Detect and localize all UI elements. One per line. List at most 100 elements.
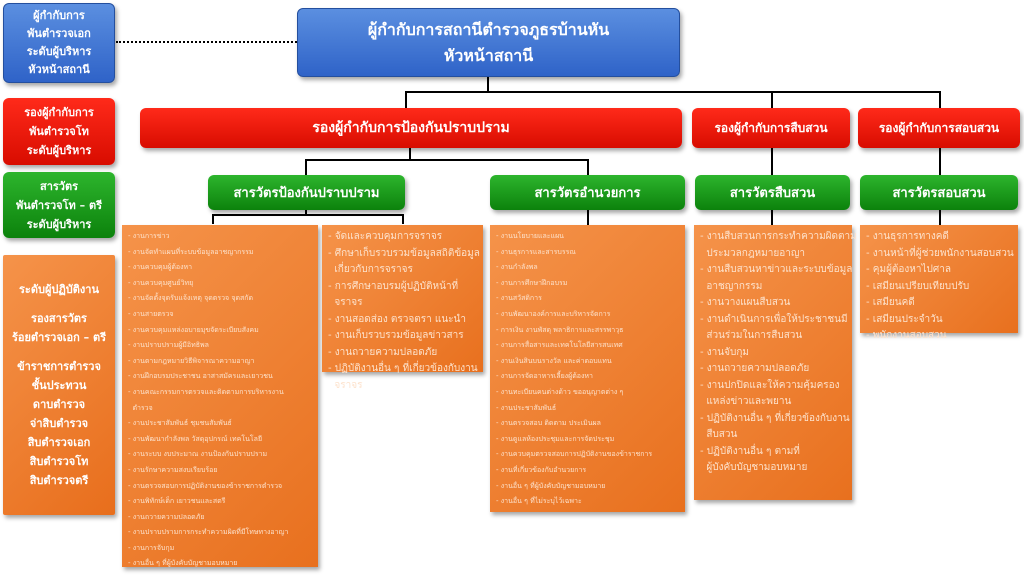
legend-line: ดาบตำรวจ bbox=[32, 398, 86, 411]
duty-item: - งานอื่น ๆ ที่ไม่ระบุไว้เฉพาะ bbox=[496, 497, 582, 506]
connector bbox=[939, 210, 941, 225]
connector bbox=[305, 210, 307, 215]
duty-item: - งานฝึกอบรมประชาชน อาสาสมัครและเยาวชน bbox=[128, 372, 273, 381]
duty-item: - ปฏิบัติงานอื่น ๆ ที่เกี่ยวข้องกับงาน bbox=[328, 363, 478, 374]
duty-item: - งานประชาสัมพันธ์ bbox=[496, 403, 557, 412]
duty-item: - งานถวายความปลอดภัย bbox=[328, 346, 438, 358]
duties-investigation: - งานสืบสวนการกระทำความผิดตาม ประมวลกฎหม… bbox=[694, 225, 857, 500]
duty-item: - งานดำเนินการเพื่อให้ประชาชนมี bbox=[700, 313, 848, 325]
duty-item: - ปฏิบัติงานอื่น ๆ ที่เกี่ยวข้องกับงาน bbox=[700, 412, 850, 424]
deputy-label: รองผู้กำกับการสอบสวน bbox=[878, 120, 1000, 135]
duty-item: - งานการสื่อสารและเทคโนโลยีสารสนเทศ bbox=[496, 341, 623, 350]
dotted-connector bbox=[116, 41, 297, 43]
duties-prevention: - งานการข่าว - งานจัดทำแผนที่ระบบข้อมูลอา… bbox=[122, 225, 318, 567]
inspector-prevention: สารวัตรป้องกันปราบปราม bbox=[208, 175, 405, 210]
duty-item: - งานถวายความปลอดภัย bbox=[700, 363, 810, 374]
duty-item: - งานจับกุม bbox=[700, 346, 749, 358]
station-chief-box: ผู้กำกับการสถานีตำรวจภูธรบ้านหัน หัวหน้า… bbox=[297, 8, 680, 77]
duties-inquiry: - งานธุรการทางคดี - งานหน้าที่ผู้ช่วยพนัก… bbox=[860, 225, 1018, 341]
legend-line: ระดับผู้บริหาร bbox=[26, 144, 92, 157]
legend-line: หัวหน้าสถานี bbox=[28, 63, 90, 76]
inspector-admin: สารวัตรอำนวยการ bbox=[490, 175, 685, 210]
connector bbox=[587, 210, 589, 225]
duty-item: - งานเก็บรวบรวมข้อมูลข่าวสาร bbox=[328, 330, 464, 341]
duty-item: จราจร bbox=[328, 379, 363, 391]
legend-line: พันตำรวจโท – ตรี bbox=[16, 198, 102, 212]
duty-item: - งานพิทักษ์เด็ก เยาวชนและสตรี bbox=[128, 497, 226, 506]
duty-item: - จัดและควบคุมการจราจร bbox=[328, 231, 443, 242]
inspector-label: สารวัตรป้องกันปราบปราม bbox=[233, 186, 380, 201]
head-title: ผู้กำกับการสถานีตำรวจภูธรบ้านหัน bbox=[367, 19, 610, 39]
duty-item: แหล่งข่าวและพยาน bbox=[700, 396, 792, 407]
duty-item: - เสมียนเปรียบเทียบปรับ bbox=[866, 280, 970, 292]
legend-line: รองผู้กำกับการ bbox=[24, 106, 94, 119]
duty-item: - คุมผู้ต้องหาไปศาล bbox=[866, 264, 951, 275]
connector bbox=[409, 148, 411, 160]
connector bbox=[405, 91, 407, 108]
duty-item: - งานปกปิดและให้ความคุ้มครอง bbox=[700, 379, 840, 391]
legend-line: ชั้นประทวน bbox=[31, 379, 87, 392]
connector bbox=[771, 91, 773, 108]
connector bbox=[305, 159, 589, 161]
legend-staff: ระดับผู้ปฏิบัติงานรองสารวัตรร้อยตำรวจเอก… bbox=[3, 255, 115, 515]
legend-line: พันตำรวจเอก bbox=[27, 27, 91, 40]
legend-line: สิบตำรวจตรี bbox=[29, 474, 89, 487]
duty-item: - เสมียนคดี bbox=[866, 297, 915, 308]
duty-item: - งานควบคุมศูนย์วิทยุ bbox=[128, 278, 194, 287]
duty-item: - งานตามกฎหมายวิธีพิจารณาความอาญา bbox=[128, 356, 255, 365]
duty-item: อาชญากรรม bbox=[700, 280, 763, 292]
duty-item: ตำรวจ bbox=[128, 403, 153, 412]
duty-item: ผู้บังคับบัญชามอบหมาย bbox=[700, 462, 808, 473]
duties-admin: - งานนโยบายและแผน - งานธุรการและสารบรรณ - … bbox=[490, 225, 685, 512]
duty-item: - งานพัฒนาองค์การและบริหารจัดการ bbox=[496, 309, 611, 318]
deputy-prevention: รองผู้กำกับการป้องกันปราบปราม bbox=[140, 108, 682, 148]
duty-item: - งานเงินสินบนรางวัล และค่าตอบแทน bbox=[496, 356, 612, 365]
inspector-inquiry: สารวัตรสอบสวน bbox=[860, 175, 1018, 210]
legend-line: ผู้กำกับการ bbox=[33, 9, 85, 22]
legend-line: สารวัตร bbox=[39, 179, 79, 193]
inspector-investigation: สารวัตรสืบสวน bbox=[695, 175, 850, 210]
deputy-inquiry: รองผู้กำกับการสอบสวน bbox=[858, 108, 1020, 148]
duty-item: สืบสวน bbox=[700, 429, 738, 440]
duty-item: - งานควบคุมผู้ต้องหา bbox=[128, 263, 193, 272]
legend-inspector: สารวัตรพันตำรวจโท – ตรีระดับผู้บริหาร bbox=[3, 172, 115, 238]
inspector-label: สารวัตรสืบสวน bbox=[729, 186, 816, 201]
duty-item: เกี่ยวกับการจราจร bbox=[328, 264, 413, 275]
duty-item: - งานปราบปรามการกระทำความผิดที่มีโทษทางอ… bbox=[128, 528, 289, 537]
duty-item: - งานประชาสัมพันธ์ ชุมชนสัมพันธ์ bbox=[128, 419, 232, 428]
duty-item: ส่วนร่วมในการสืบสวน bbox=[700, 330, 803, 341]
duty-item: - งานจัดทำแผนที่ระบบข้อมูลอาชญากรรม bbox=[128, 247, 254, 256]
legend-line: ระดับผู้ปฏิบัติงาน bbox=[19, 283, 99, 296]
connector bbox=[305, 159, 307, 175]
connector bbox=[487, 77, 489, 92]
duty-item: - งานนโยบายและแผน bbox=[496, 232, 564, 240]
legend-line: ข้าราชการตำรวจ bbox=[17, 360, 101, 373]
duty-item: - งานธุรการทางคดี bbox=[866, 231, 949, 242]
deputy-label: รองผู้กำกับการป้องกันปราบปราม bbox=[312, 120, 510, 136]
duty-item: - ปฏิบัติงานอื่น ๆ ตามที่ bbox=[700, 445, 800, 457]
bracket bbox=[212, 214, 404, 216]
duty-item: - ศึกษาเก็บรวบรวมข้อมูลสถิติข้อมูล bbox=[328, 247, 480, 259]
duty-item: - งานอื่น ๆ ที่ผู้บังคับบัญชามอบหมาย bbox=[496, 481, 606, 490]
connector bbox=[587, 159, 589, 175]
duty-item: - งานการจับกุม bbox=[128, 543, 175, 552]
duty-item: - งานระบบ งบประมาณ งานป้องกันปราบปราม bbox=[128, 450, 268, 459]
duty-item: - การศึกษาอบรมผู้ปฏิบัติหน้าที่ bbox=[328, 280, 459, 292]
duty-item: - งานจัดตั้งจุดรับแจ้งเหตุ จุดตรวจ จุดสก… bbox=[128, 294, 254, 303]
duty-item: - งานการข่าว bbox=[128, 232, 170, 240]
legend-chief: ผู้กำกับการพันตำรวจเอกระดับผู้บริหารหัวห… bbox=[3, 3, 115, 83]
legend-deputy: รองผู้กำกับการพันตำรวจโทระดับผู้บริหาร bbox=[3, 98, 115, 165]
duty-item: - งานธุรการและสารบรรณ bbox=[496, 247, 576, 256]
duty-item: - งานสอดส่อง ตรวจตรา แนะนำ bbox=[328, 313, 466, 325]
legend-line: ระดับผู้บริหาร bbox=[26, 45, 92, 58]
duty-item: - งานตรวจสอบ ติดตาม ประเมินผล bbox=[496, 419, 601, 428]
bracket bbox=[212, 214, 214, 224]
connector bbox=[405, 91, 940, 93]
duty-item: - งานการจัดอาหารเลี้ยงผู้ต้องหา bbox=[496, 372, 593, 381]
deputy-label: รองผู้กำกับการสืบสวน bbox=[714, 120, 828, 135]
duty-item: - งานตรวจสอบการปฏิบัติงานของข้าราชการตำร… bbox=[128, 481, 283, 490]
legend-line: พันตำรวจโท bbox=[29, 125, 89, 138]
connector bbox=[939, 91, 941, 108]
connector bbox=[939, 148, 941, 175]
duty-item: - งานหน้าที่ผู้ช่วยพนักงานสอบสวน bbox=[866, 247, 1014, 259]
